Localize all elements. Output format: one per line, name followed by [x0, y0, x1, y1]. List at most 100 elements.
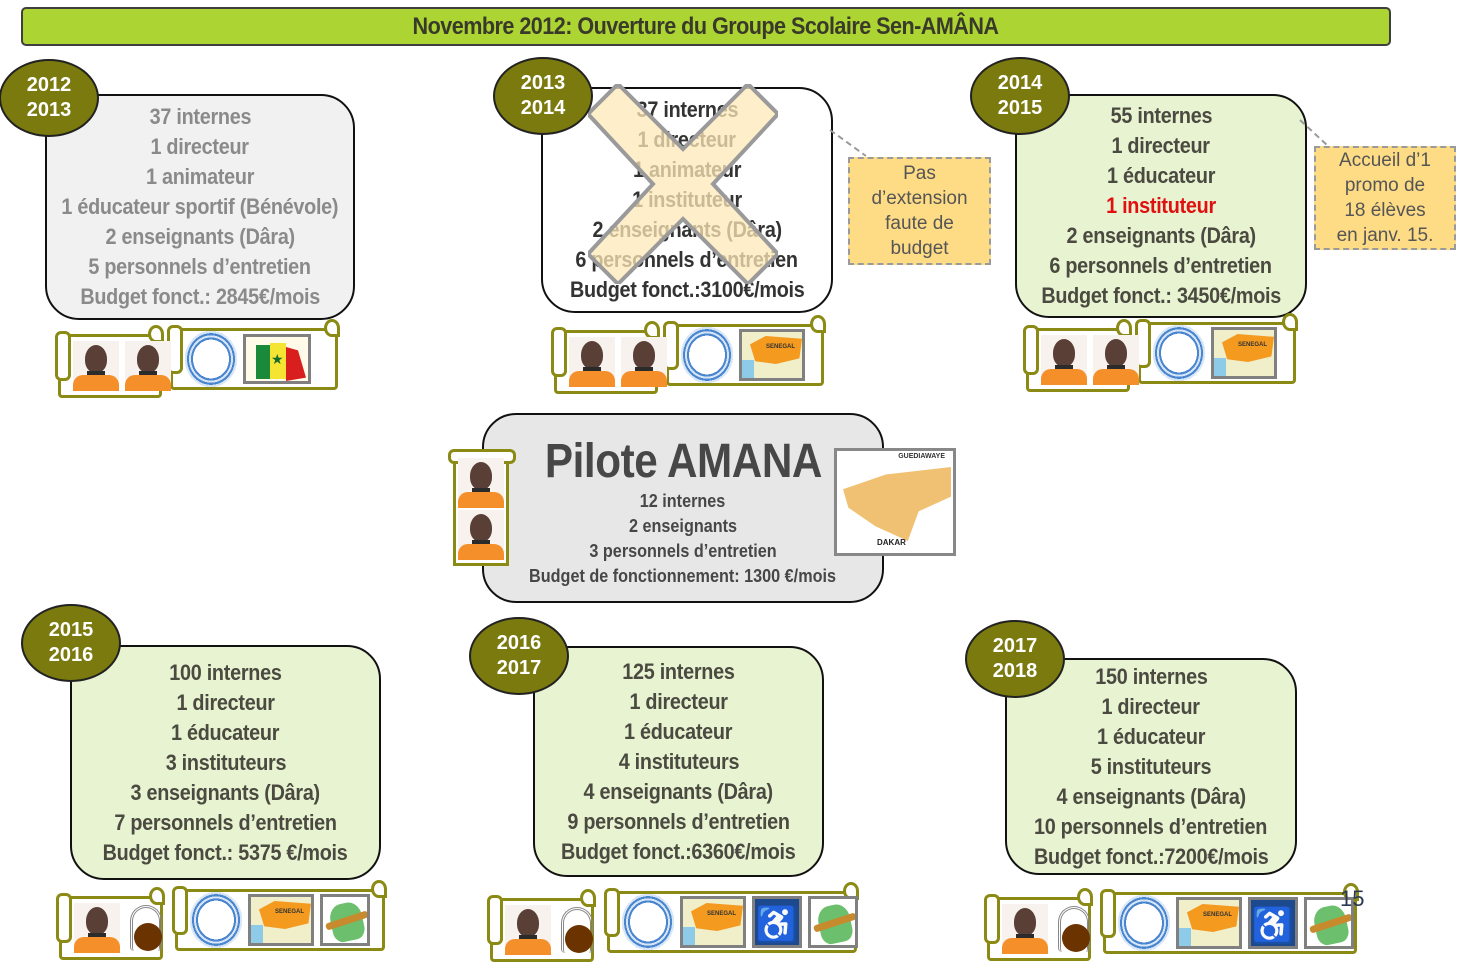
tied-money-icon — [808, 896, 858, 948]
map-label: SENEGAL — [275, 909, 305, 915]
features-scroll-2014: SENEGAL — [1135, 313, 1298, 384]
people-scroll-2016 — [487, 889, 597, 962]
card-budget: Budget fonct.:3100€/mois — [569, 277, 805, 302]
ring-logo-icon — [1153, 325, 1205, 381]
pilot-line: 12 internes — [640, 491, 726, 511]
pilot-card: Pilote AMANA 12 internes 2 enseignants 3… — [482, 413, 884, 603]
map-label: SENEGAL — [766, 344, 796, 350]
card-line: 37 internes — [149, 104, 251, 129]
note-line: 18 élèves — [1344, 200, 1426, 221]
note-connector-2013 — [829, 129, 867, 157]
card-line: 1 directeur — [1111, 133, 1211, 158]
year-end: 2018 — [992, 660, 1038, 682]
card-line: 37 internes — [636, 97, 738, 122]
card-line: 4 enseignants (Dâra) — [583, 778, 774, 804]
veiled-girl-icon — [1054, 904, 1094, 954]
year-start: 2014 — [997, 72, 1043, 94]
card-line: 1 éducateur — [624, 718, 733, 744]
note-new-promo: Accueil d’1 promo de 18 élèves en janv. … — [1314, 146, 1456, 250]
senegal-flag-map-icon: ★ — [243, 334, 311, 384]
dakar-map-icon: GUEDIAWAYE DAKAR — [834, 448, 956, 556]
period-card-2014-2015: 55 internes 1 directeur 1 éducateur 1 in… — [1015, 94, 1307, 318]
card-line: 5 instituteurs — [1090, 753, 1212, 779]
card-line: 2 enseignants (Dâra) — [592, 217, 782, 242]
card-line: 4 instituteurs — [618, 748, 739, 774]
features-scroll-2013: SENEGAL — [663, 315, 826, 386]
year-start: 2012 — [26, 74, 72, 96]
people-scroll-2013 — [551, 321, 667, 394]
year-badge-2014-2015: 2014 2015 — [970, 57, 1070, 135]
card-line: 6 personnels d’entretien — [575, 247, 799, 272]
card-line: 1 directeur — [637, 127, 737, 152]
card-line: 3 instituteurs — [165, 749, 286, 775]
card-budget: Budget fonct.: 3450€/mois — [1041, 283, 1281, 308]
period-card-2013-2014: 37 internes 1 directeur 1 animateur 1 in… — [541, 87, 833, 313]
year-badge-2016-2017: 2016 2017 — [469, 617, 569, 695]
child-photo-icon — [125, 341, 171, 391]
senegal-map-icon: SENEGAL — [248, 894, 314, 946]
year-badge-2017-2018: 2017 2018 — [965, 620, 1065, 698]
year-end: 2017 — [496, 657, 542, 679]
note-line: Pas — [903, 163, 936, 184]
note-line: promo de — [1344, 175, 1426, 196]
card-line: 1 directeur — [1101, 693, 1201, 719]
period-card-2017-2018: 150 internes 1 directeur 1 éducateur 5 i… — [1005, 658, 1297, 875]
pilot-line: 3 personnels d’entretien — [589, 541, 777, 561]
features-scroll-2015: SENEGAL — [172, 880, 387, 951]
card-line: 55 internes — [1110, 103, 1212, 128]
veiled-girl-icon — [557, 905, 597, 955]
page-title: Novembre 2012: Ouverture du Groupe Scola… — [413, 12, 999, 40]
year-start: 2016 — [496, 632, 542, 654]
map-label-dakar: DAKAR — [877, 538, 906, 547]
wheelchair-icon: ♿ — [1248, 897, 1298, 949]
ring-logo-icon — [1118, 895, 1170, 951]
year-start: 2017 — [992, 635, 1038, 657]
features-scroll-2016: SENEGAL ♿ — [604, 882, 859, 953]
card-line: 4 enseignants (Dâra) — [1056, 783, 1246, 809]
card-budget: Budget fonct.: 2845€/mois — [80, 284, 320, 309]
pilot-line: 2 enseignants — [628, 516, 738, 536]
note-no-extension: Pas d’extension faute de budget — [848, 157, 991, 265]
note-line: budget — [890, 238, 949, 259]
period-card-2016-2017: 125 internes 1 directeur 1 éducateur 4 i… — [533, 646, 824, 877]
features-scroll-2012: ★ — [167, 319, 340, 390]
pilot-people-scroll — [448, 449, 516, 566]
note-line: en janv. 15. — [1336, 225, 1434, 246]
card-line: 5 personnels d’entretien — [88, 254, 312, 279]
card-line: 100 internes — [169, 659, 282, 685]
year-end: 2015 — [997, 97, 1043, 119]
card-line: 1 éducateur sportif (Bénévole) — [61, 194, 339, 219]
note-line: d’extension — [871, 188, 968, 209]
ring-logo-icon — [190, 892, 242, 948]
note-line: Accueil d’1 — [1339, 150, 1431, 171]
year-badge-2013-2014: 2013 2014 — [493, 57, 593, 135]
card-line: 1 instituteur — [632, 187, 742, 212]
card-line: 2 enseignants (Dâra) — [105, 224, 295, 249]
year-end: 2013 — [26, 99, 72, 121]
senegal-map-icon: SENEGAL — [739, 329, 805, 381]
people-scroll-2017 — [984, 888, 1094, 961]
map-label: SENEGAL — [707, 911, 737, 917]
people-scroll-2014 — [1023, 319, 1139, 392]
child-photo-icon — [569, 337, 615, 387]
card-line: 6 personnels d’entretien — [1049, 253, 1273, 278]
senegal-map-icon: SENEGAL — [1211, 327, 1277, 379]
features-scroll-2017: SENEGAL ♿ — [1100, 883, 1359, 954]
wheelchair-icon: ♿ — [752, 896, 802, 948]
pilot-title: Pilote AMANA — [544, 435, 822, 488]
card-line: 1 animateur — [145, 164, 255, 189]
child-photo-icon — [621, 337, 667, 387]
ring-logo-icon — [185, 331, 237, 387]
year-start: 2013 — [520, 72, 566, 94]
year-badge-2015-2016: 2015 2016 — [21, 604, 121, 682]
map-label: SENEGAL — [1238, 342, 1268, 348]
child-photo-icon — [505, 905, 551, 955]
people-scroll-2012 — [55, 325, 171, 398]
card-line: 1 directeur — [176, 689, 275, 715]
card-line: 1 éducateur — [1106, 163, 1216, 188]
card-line: 2 enseignants (Dâra) — [1066, 223, 1256, 248]
veiled-girl-icon — [126, 903, 166, 953]
ring-logo-icon — [622, 894, 674, 950]
card-line: 1 directeur — [150, 134, 250, 159]
card-line: 7 personnels d’entretien — [114, 809, 337, 835]
